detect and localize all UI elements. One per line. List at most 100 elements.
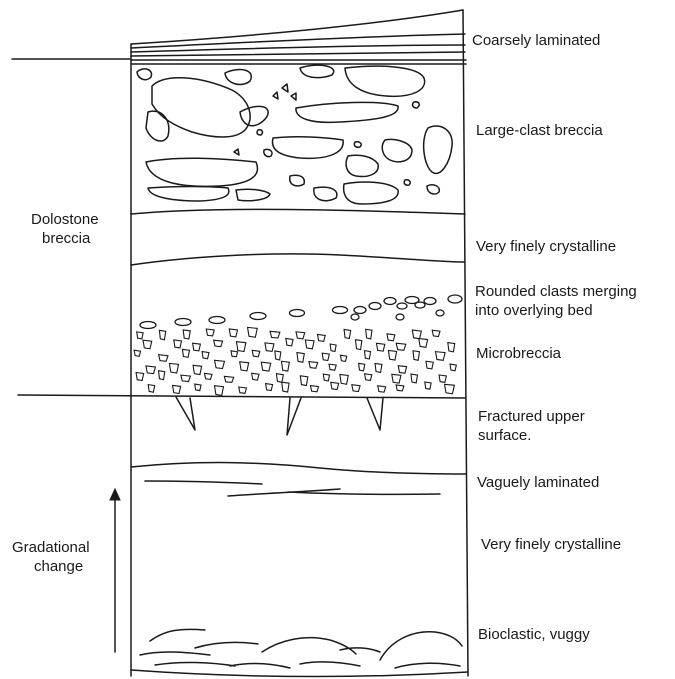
microbreccia-fragment: [275, 351, 281, 360]
clast: [413, 102, 420, 108]
microbreccia-fragment: [173, 385, 181, 393]
large-clast-breccia-label: Large-clast breccia: [476, 122, 603, 140]
fractured-label-line1: Fractured upper: [478, 408, 585, 426]
fractured-label-line2: surface.: [478, 427, 531, 445]
microbreccia-fragment: [322, 353, 329, 360]
bioclast-arc: [340, 648, 380, 652]
rounded-clasts-label-line2: into overlying bed: [475, 302, 593, 320]
dolostone-label-line1: Dolostone: [31, 211, 99, 229]
microbreccia-fragment: [252, 373, 259, 380]
bioclast-arc: [380, 632, 462, 660]
clast: [282, 84, 288, 92]
microbreccia-fragment: [411, 374, 418, 383]
clast: [272, 137, 343, 159]
rounded-clast: [290, 310, 305, 317]
microbreccia-fragment: [286, 338, 293, 345]
rounded-clast: [351, 314, 359, 320]
microbreccia-fragment: [432, 330, 440, 336]
bioclastic-vuggy-label: Bioclastic, vuggy: [478, 626, 590, 644]
microbreccia-fragment: [330, 344, 336, 351]
microbreccia-fragment: [215, 386, 224, 396]
clast: [427, 185, 439, 194]
fracture-wedge: [367, 398, 383, 430]
microbreccia-fragment: [224, 376, 233, 382]
rounded-clast: [209, 317, 225, 324]
clast: [424, 126, 453, 173]
microbreccia-fragment: [265, 343, 274, 352]
microbreccia-fragment: [305, 340, 314, 349]
clast: [234, 149, 239, 155]
microbreccia-fragment: [261, 362, 271, 371]
microbreccia-fragment: [136, 372, 144, 380]
rounded-clast: [250, 313, 266, 320]
microbreccia-fragment: [231, 351, 238, 357]
lamina-line: [131, 52, 465, 56]
microbreccia-fragment: [281, 361, 289, 371]
clast: [314, 187, 337, 201]
microbreccia-fragment: [193, 365, 202, 374]
lamina-line: [288, 492, 440, 494]
gradational-arrowhead: [110, 489, 120, 500]
rounded-clast: [397, 303, 407, 309]
clast: [264, 149, 272, 156]
rounded-clast: [436, 310, 444, 316]
microbreccia-fragment: [413, 351, 419, 361]
microbreccia-fragment: [376, 343, 384, 351]
bioclast-arc: [195, 642, 258, 648]
microbreccia-fragment: [398, 366, 406, 374]
microbreccia-fragment: [435, 352, 445, 361]
microbreccia-fragment: [340, 355, 346, 361]
microbreccia-fragment: [143, 340, 152, 349]
clast: [404, 180, 410, 185]
microbreccia-fragment: [450, 364, 456, 371]
clast: [290, 175, 305, 186]
microbreccia-fragment: [202, 352, 209, 359]
lamina-line: [228, 489, 340, 496]
rounded-clast: [354, 307, 366, 314]
microbreccia-fragment: [239, 387, 247, 393]
clast: [257, 130, 262, 135]
microbreccia-fragment: [329, 364, 336, 370]
microbreccia-fragment: [365, 374, 372, 381]
clast: [236, 189, 270, 201]
clast: [382, 139, 412, 161]
microbreccia-fragment: [182, 349, 189, 357]
clast: [300, 65, 334, 77]
bioclast-arc: [395, 663, 460, 668]
clast: [146, 111, 169, 141]
microbreccia-fragment: [229, 329, 237, 337]
microbreccia-fragment: [174, 340, 182, 348]
microbreccia-fragment: [340, 374, 348, 384]
layer-boundary: [131, 209, 465, 214]
microbreccia-fragment: [276, 374, 283, 383]
clast: [146, 158, 258, 186]
microbreccia-fragment: [204, 373, 212, 379]
microbreccia-fragment: [215, 360, 225, 368]
clast: [137, 69, 152, 80]
microbreccia-fragment: [448, 343, 455, 352]
microbreccia-fragment: [445, 384, 455, 393]
very-finely-crystalline-bottom-label: Very finely crystalline: [481, 536, 621, 554]
microbreccia-fragment: [396, 343, 406, 350]
microbreccia-fragment: [159, 355, 168, 362]
clast: [354, 142, 361, 147]
bioclast-arc: [262, 638, 356, 654]
microbreccia-fragment: [146, 366, 156, 374]
bioclast-arc: [300, 662, 360, 666]
dolostone-label-line2: breccia: [42, 230, 90, 248]
very-finely-crystalline-top-label: Very finely crystalline: [476, 238, 616, 256]
microbreccia-fragment: [248, 327, 258, 337]
clast: [291, 93, 296, 100]
microbreccia-fragment: [296, 332, 305, 339]
bioclast-arc: [230, 664, 290, 668]
microbreccia-fragment: [181, 375, 191, 381]
clast: [240, 106, 268, 125]
microbreccia-fragment: [375, 363, 382, 372]
microbreccia-fragment: [323, 374, 329, 381]
clast: [296, 102, 398, 122]
microbreccia-fragment: [359, 363, 365, 371]
microbreccia-fragment: [297, 353, 304, 363]
rounded-clasts-label-line1: Rounded clasts merging: [475, 283, 637, 301]
microbreccia-fragment: [270, 331, 280, 338]
microbreccia-fragment: [159, 330, 165, 340]
